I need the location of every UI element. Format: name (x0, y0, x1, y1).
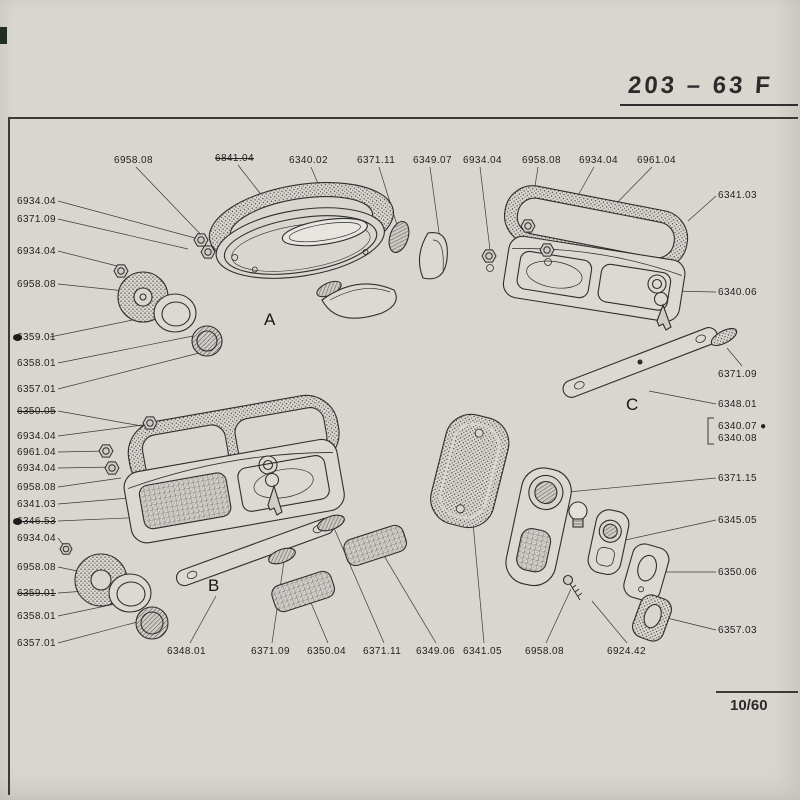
reflectors-b (268, 514, 408, 613)
part-number: 6934.04 (579, 155, 618, 166)
part-number: 6934.04 (17, 246, 56, 257)
part-number: 6346.53 (17, 516, 56, 527)
part-number: 6358.01 (17, 358, 56, 369)
part-number: 6934.04 (17, 463, 56, 474)
header-underline (620, 104, 798, 106)
part-number: 6934.04 (463, 155, 502, 166)
bulb (568, 501, 588, 528)
part-number: 6340.06 (718, 287, 757, 298)
part-number: 6341.03 (17, 499, 56, 510)
gasket-bullet-c (710, 328, 738, 346)
part-number: 6359.01 (17, 332, 56, 343)
part-number: 6961.04 (637, 155, 676, 166)
part-number: 6349.07 (413, 155, 452, 166)
part-number: 6958.08 (17, 482, 56, 493)
part-number: 6371.11 (363, 646, 402, 657)
page-number-rule (716, 691, 798, 693)
ink-blot-mark (13, 334, 22, 341)
part-number: 6350.04 (307, 646, 346, 657)
part-number: 6924.42 (607, 646, 646, 657)
hardware-nuts-a (113, 233, 216, 278)
assembly-a-drawing (208, 182, 395, 279)
part-number: 6357.01 (17, 638, 56, 649)
lock-key-c (647, 274, 672, 331)
frame-left-rule (8, 117, 10, 795)
assembly-a-lenses (316, 220, 448, 319)
hardware-nuts-c (481, 219, 555, 272)
part-number: 6371.09 (17, 214, 56, 225)
round-lamp-parts-a (117, 271, 223, 357)
part-number: 6359.01 (17, 588, 56, 599)
page-title: 203 – 63 F (627, 72, 774, 99)
part-number: 6958.08 (17, 279, 56, 290)
part-number: 6371.09 (718, 369, 757, 380)
part-number: 6357.01 (17, 384, 56, 395)
page-number: 10/60 (730, 697, 768, 714)
part-number: 6350.06 (718, 567, 757, 578)
part-number: 6358.01 (17, 611, 56, 622)
part-number: 6340.02 (289, 155, 328, 166)
part-number: 6961.04 (17, 447, 56, 458)
part-number: 6350.05 (17, 406, 56, 417)
scan-corner-mark (0, 27, 7, 44)
ink-blot-mark (13, 518, 22, 525)
part-number: 6340.08 (718, 433, 757, 444)
section-label-a: A (264, 310, 276, 329)
part-number: 6934.04 (17, 431, 56, 442)
part-number: 6341.05 (463, 646, 502, 657)
part-number: 6349.06 (416, 646, 455, 657)
part-number: 6958.08 (522, 155, 561, 166)
part-number: 6934.04 (17, 533, 56, 544)
section-label-c: C (626, 395, 639, 414)
assembly-side-lamp-drawing (430, 413, 673, 642)
part-number: 6348.01 (167, 646, 206, 657)
screw (562, 574, 583, 601)
hardware-nuts-b (59, 416, 158, 555)
part-number: 6340.07 ● (718, 421, 767, 432)
part-number: 6345.05 (718, 515, 757, 526)
assembly-c-drawing (481, 185, 738, 398)
part-number: 6841.04 (215, 153, 254, 164)
part-number: 6958.08 (114, 155, 153, 166)
part-number: 6357.03 (718, 625, 757, 636)
assembly-b-drawing (59, 394, 408, 640)
part-number: 6348.01 (718, 399, 757, 410)
round-lamp-parts-b (74, 553, 169, 640)
frame-top-rule (8, 117, 798, 119)
part-number: 6958.08 (525, 646, 564, 657)
part-number: 6371.11 (357, 155, 396, 166)
part-number: 6958.08 (17, 562, 56, 573)
section-label-b: B (208, 576, 220, 595)
part-number: 6934.04 (17, 196, 56, 207)
lock-key-b (258, 455, 283, 516)
mounting-strip-c (562, 327, 718, 398)
part-number: 6341.03 (718, 190, 757, 201)
part-number: 6371.09 (251, 646, 290, 657)
part-number: 6371.15 (718, 473, 757, 484)
